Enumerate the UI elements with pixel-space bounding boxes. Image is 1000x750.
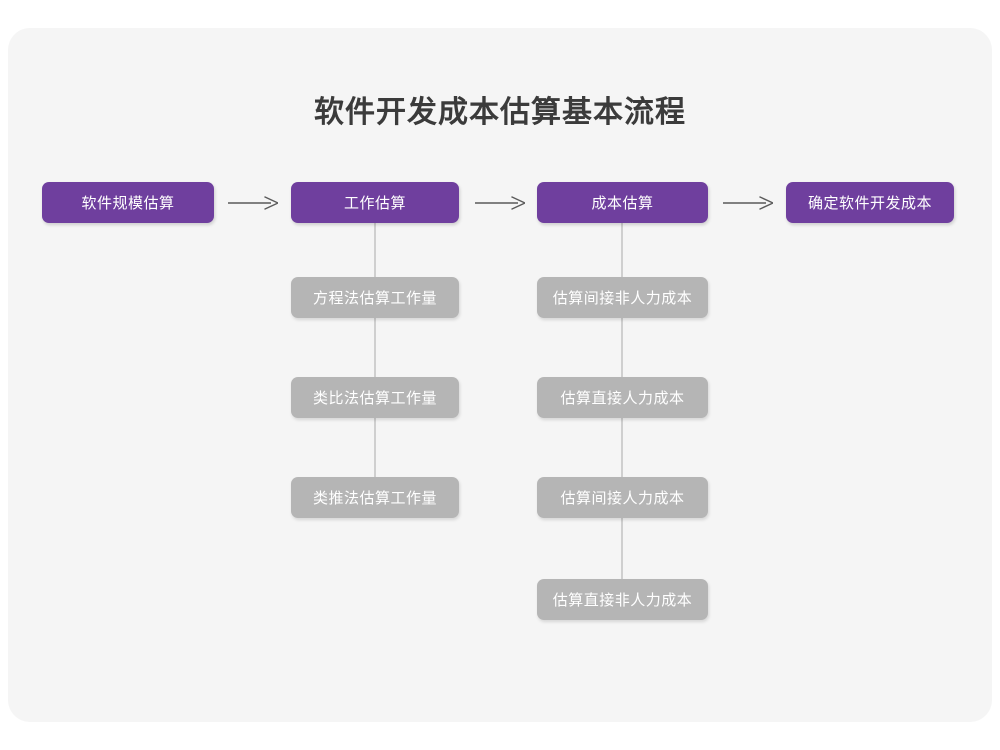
stage-node-4[interactable]: 确定软件开发成本 [786, 182, 954, 223]
stage-node-4-label: 确定软件开发成本 [807, 195, 932, 212]
substep-node-3-3-label: 估算间接人力成本 [560, 490, 685, 507]
connector-line [374, 223, 376, 518]
substep-node-3-2[interactable]: 估算直接人力成本 [537, 377, 708, 418]
substep-node-2-1-label: 方程法估算工作量 [312, 290, 437, 307]
stage-node-1[interactable]: 软件规模估算 [42, 182, 214, 223]
stage-node-2[interactable]: 工作估算 [291, 182, 459, 223]
stage-node-1-label: 软件规模估算 [81, 195, 175, 212]
substep-node-2-2-label: 类比法估算工作量 [312, 390, 437, 407]
connector-line [621, 223, 623, 620]
arrow-right-icon [228, 194, 278, 212]
substep-node-2-3-label: 类推法估算工作量 [312, 490, 437, 507]
stage-node-3-label: 成本估算 [591, 195, 654, 212]
substep-node-2-1[interactable]: 方程法估算工作量 [291, 277, 459, 318]
stage-node-2-label: 工作估算 [343, 195, 406, 212]
substep-node-3-1[interactable]: 估算间接非人力成本 [537, 277, 708, 318]
substep-node-2-3[interactable]: 类推法估算工作量 [291, 477, 459, 518]
substep-node-3-1-label: 估算间接非人力成本 [552, 290, 693, 307]
diagram-panel [8, 28, 992, 722]
substep-node-3-2-label: 估算直接人力成本 [560, 390, 685, 407]
substep-node-2-2[interactable]: 类比法估算工作量 [291, 377, 459, 418]
arrow-right-icon [723, 194, 773, 212]
substep-node-3-4-label: 估算直接非人力成本 [552, 592, 693, 609]
substep-node-3-3[interactable]: 估算间接人力成本 [537, 477, 708, 518]
substep-node-3-4[interactable]: 估算直接非人力成本 [537, 579, 708, 620]
stage-node-3[interactable]: 成本估算 [537, 182, 708, 223]
page-title: 软件开发成本估算基本流程 [314, 96, 686, 129]
arrow-right-icon [475, 194, 525, 212]
